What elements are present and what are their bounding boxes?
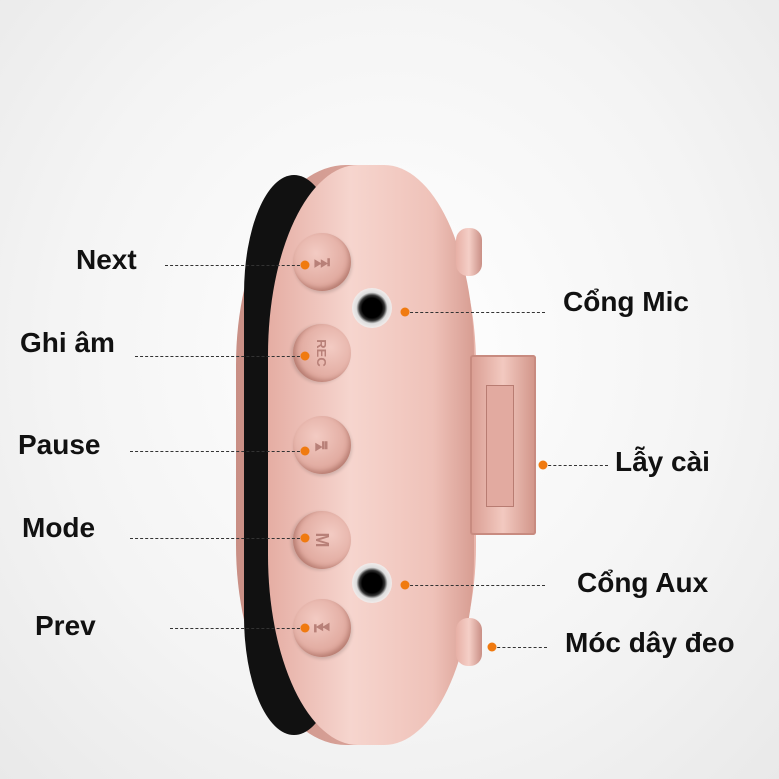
label-next: Next — [76, 244, 137, 275]
next-callout-line — [165, 265, 305, 266]
belt-clip-inner — [486, 385, 514, 507]
label-pause: Pause — [18, 429, 101, 460]
strap-marker — [487, 642, 497, 652]
strap-hook — [456, 618, 482, 666]
label-mode: Mode — [22, 512, 96, 543]
mic-marker — [400, 307, 410, 317]
strap-callout-line — [492, 647, 547, 648]
label-aux-port: Cổng Aux — [577, 567, 709, 598]
mic-port — [352, 288, 392, 328]
label-prev: Prev — [35, 610, 96, 641]
aux-marker — [400, 580, 410, 590]
clip-callout-line — [543, 465, 608, 466]
pause-button[interactable]: ⏯ — [293, 416, 351, 474]
mic-callout-line — [405, 312, 545, 313]
aux-port — [352, 563, 392, 603]
label-clip: Lẫy cài — [615, 446, 710, 477]
clip-marker — [538, 460, 548, 470]
pause-callout-line — [130, 451, 305, 452]
next-marker — [300, 260, 310, 270]
record-marker — [300, 351, 310, 361]
mode-callout-line — [130, 538, 305, 539]
pause-marker — [300, 446, 310, 456]
label-record: Ghi âm — [20, 327, 115, 358]
record-callout-line — [135, 356, 305, 357]
top-nub — [456, 228, 482, 276]
label-strap-hook: Móc dây đeo — [565, 627, 735, 658]
mode-marker — [300, 533, 310, 543]
aux-callout-line — [405, 585, 545, 586]
prev-marker — [300, 623, 310, 633]
prev-callout-line — [170, 628, 305, 629]
label-mic-port: Cổng Mic — [563, 286, 689, 317]
